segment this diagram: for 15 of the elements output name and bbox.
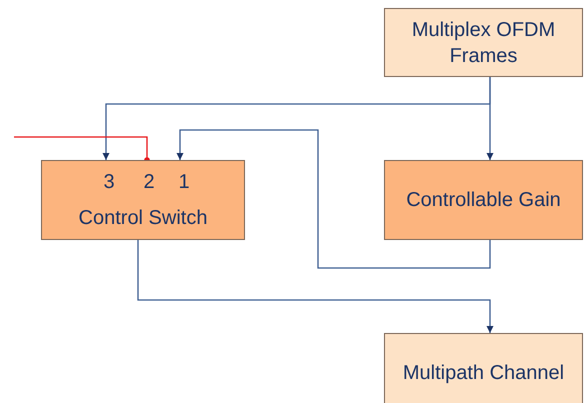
signal-line <box>14 136 150 163</box>
arrow <box>137 240 494 333</box>
process-box <box>384 160 583 240</box>
port-number: 3 <box>102 170 116 195</box>
node-label: Controllable Gain <box>405 188 562 213</box>
arrow <box>486 77 494 160</box>
node-label: Multipath Channel <box>402 361 566 386</box>
process-box <box>384 333 583 403</box>
arrow <box>176 129 491 269</box>
node-label: Multiplex OFDM Frames <box>410 18 556 68</box>
switch-box <box>41 160 245 240</box>
port-number: 1 <box>177 170 191 195</box>
node-label: Control Switch <box>78 206 208 231</box>
port-number: 2 <box>142 170 156 195</box>
process-box <box>384 8 583 77</box>
